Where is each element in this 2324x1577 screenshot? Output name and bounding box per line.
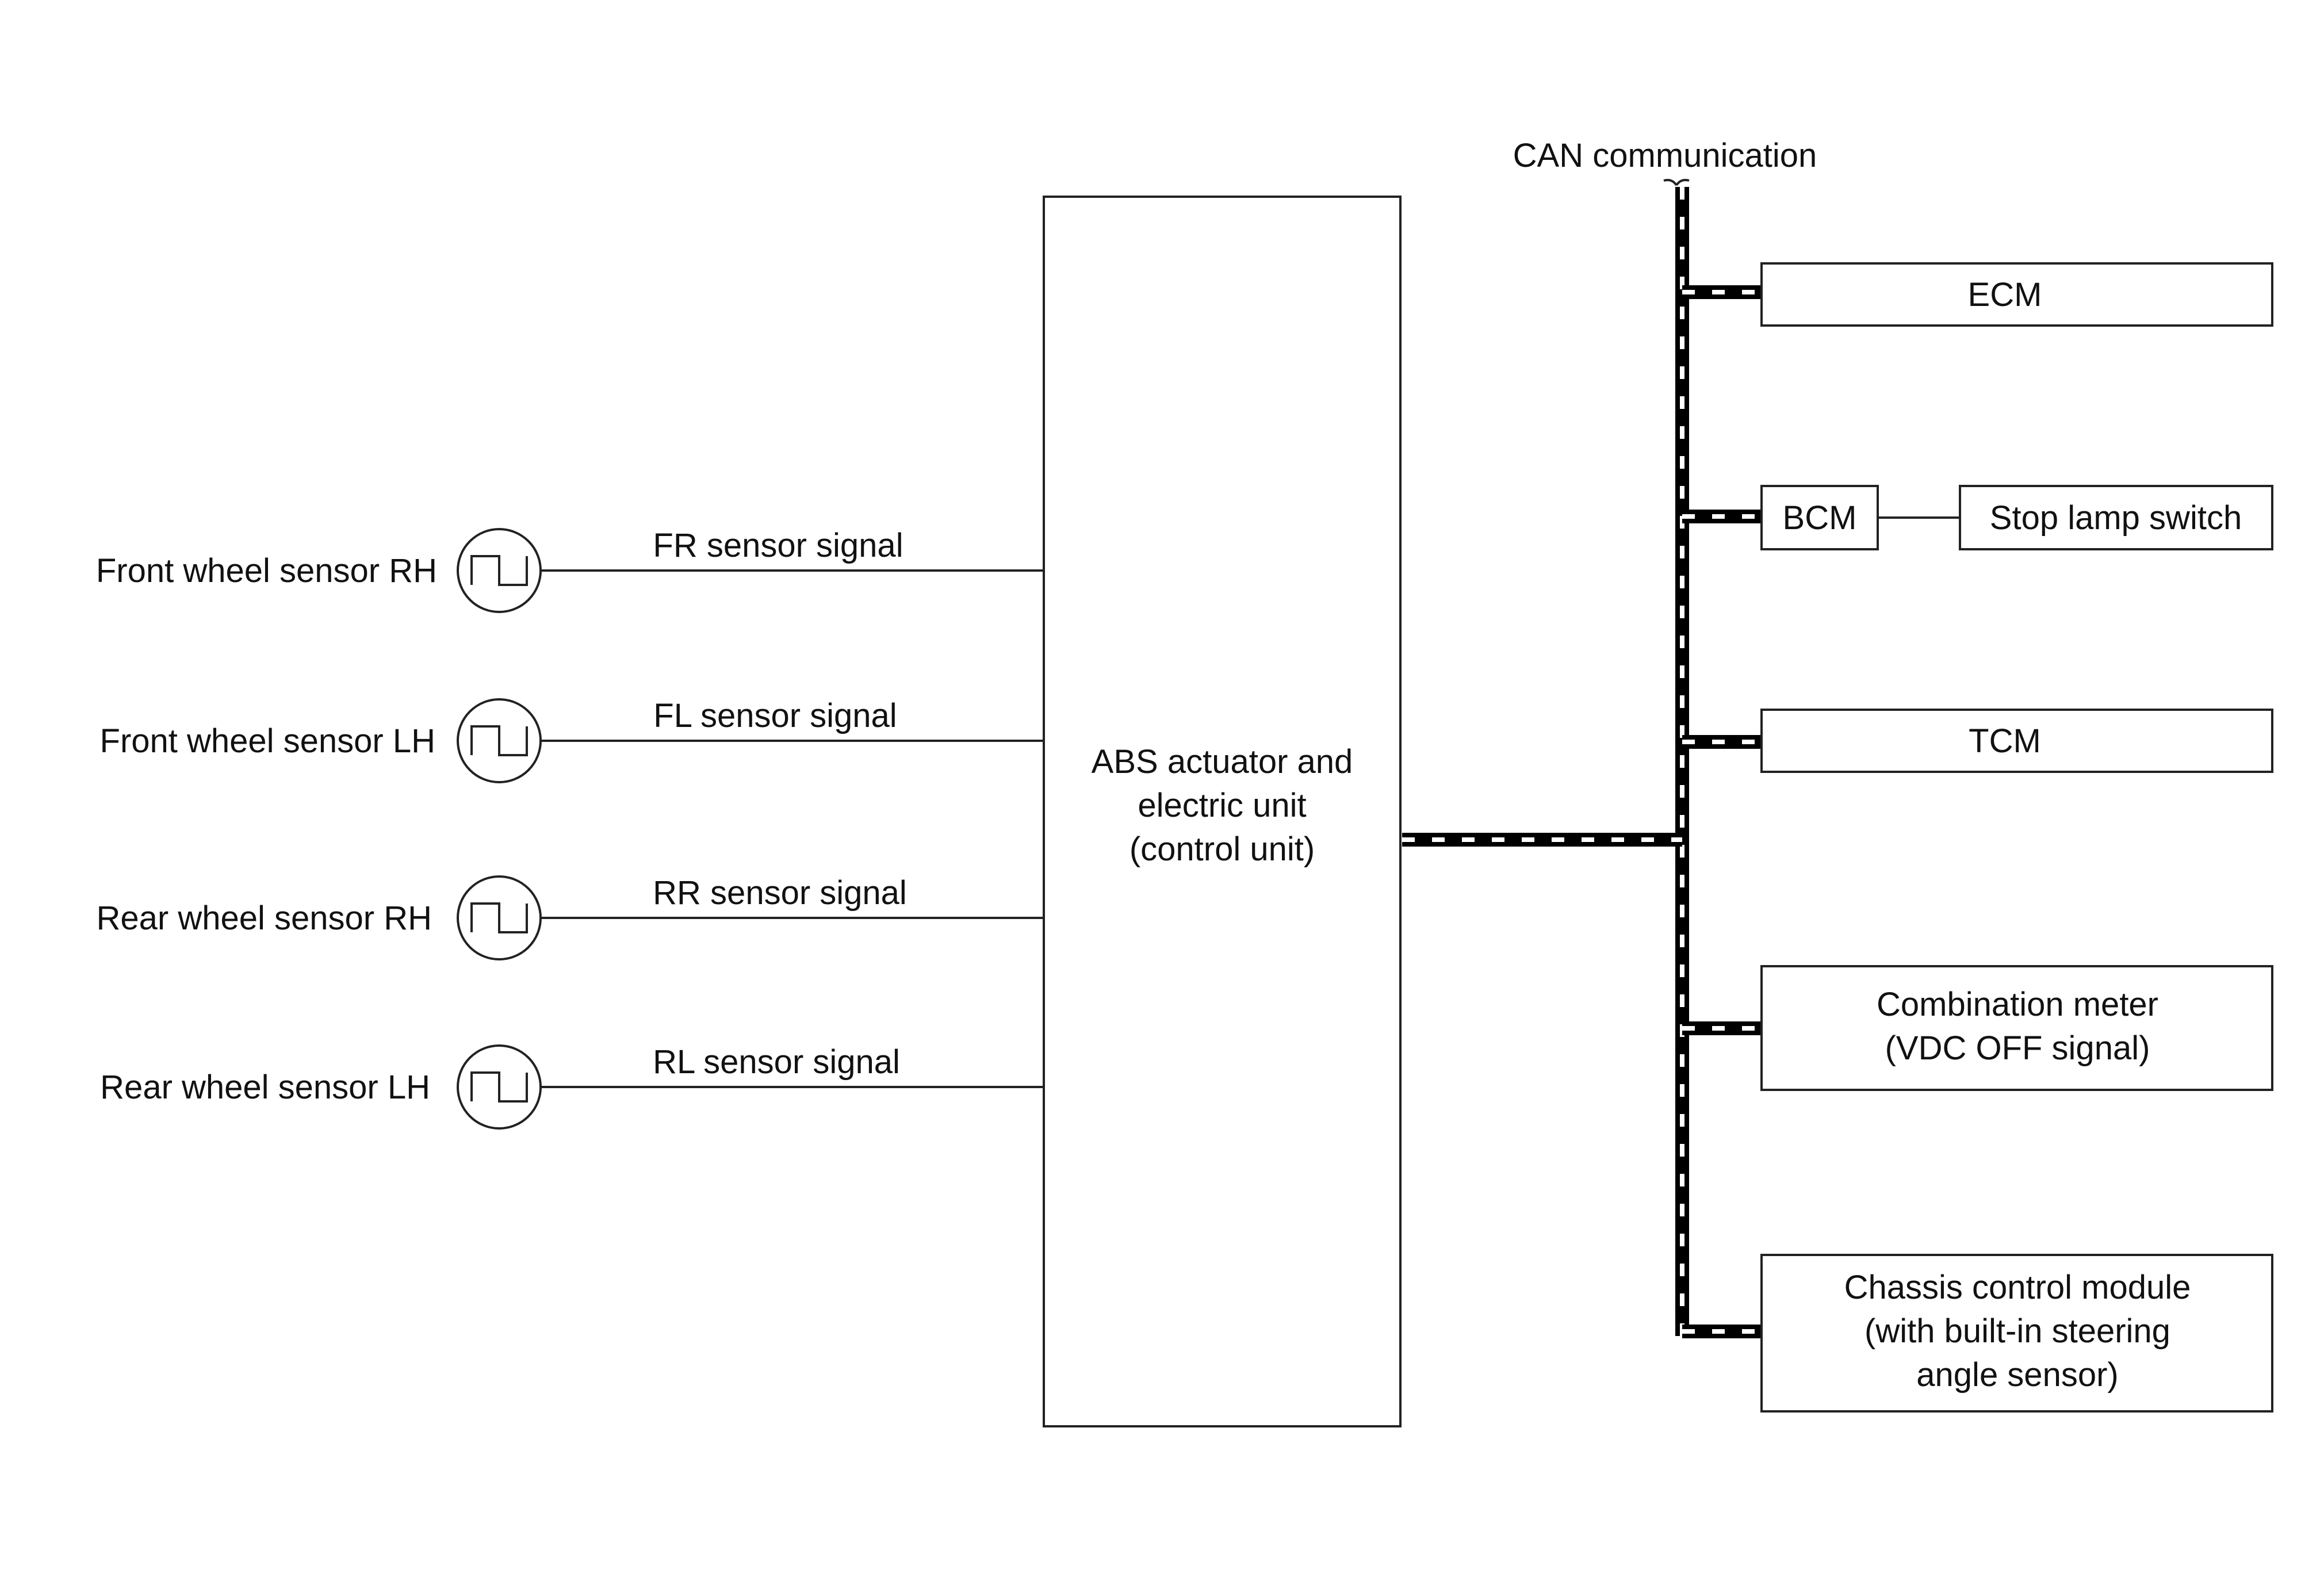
module-label: ECM [1968,276,2042,313]
sensor-label: Rear wheel sensor LH [100,1069,430,1106]
pulse-waveform-icon [470,555,528,586]
chassis-control-module: Chassis control module (with built-in st… [1760,1254,2273,1413]
pulse-waveform-icon [470,725,528,756]
module-label-line-1: Combination meter [1877,986,2158,1023]
wheel-sensor-fl: Front wheel sensor LH FL sensor signal [100,697,1044,783]
can-communication-label: CAN communication [1513,137,1817,174]
module-label-line-3: angle sensor) [1916,1356,2118,1394]
module-label: Stop lamp switch [1990,499,2242,537]
sensor-signal-label: FR sensor signal [653,527,903,564]
sensor-signal-label: RL sensor signal [653,1043,900,1081]
module-label: BCM [1783,499,1857,537]
control-unit-line-3: (control unit) [1130,830,1315,868]
pulse-waveform-icon [470,902,528,933]
module-label-line-2: (VDC OFF signal) [1885,1029,2150,1067]
can-bus [1402,179,1764,1338]
tcm-module: TCM [1760,709,2273,773]
wheel-sensor-rr: Rear wheel sensor RH RR sensor signal [97,874,1044,960]
control-unit-line-1: ABS actuator and [1092,743,1353,780]
sensor-label: Rear wheel sensor RH [97,899,432,937]
pulse-waveform-icon [470,1071,528,1103]
sensor-label: Front wheel sensor LH [100,722,435,760]
sensor-label: Front wheel sensor RH [96,552,437,590]
ecm-module: ECM [1760,262,2273,327]
module-label-line-2: (with built-in steering [1864,1312,2170,1350]
stop-lamp-switch: Stop lamp switch [1959,485,2273,550]
combination-meter-module: Combination meter (VDC OFF signal) [1760,965,2273,1091]
module-label-line-1: Chassis control module [1844,1269,2191,1306]
control-unit-line-2: electric unit [1138,787,1306,824]
sensor-signal-label: FL sensor signal [653,697,897,734]
wheel-sensor-rl: Rear wheel sensor LH RL sensor signal [100,1043,1044,1130]
sensor-signal-label: RR sensor signal [653,874,907,912]
module-label: TCM [1969,722,2041,760]
abs-control-unit: ABS actuator and electric unit (control … [1043,196,1402,1427]
wheel-sensor-fr: Front wheel sensor RH FR sensor signal [96,527,1044,613]
bcm-module: BCM [1760,485,1879,550]
